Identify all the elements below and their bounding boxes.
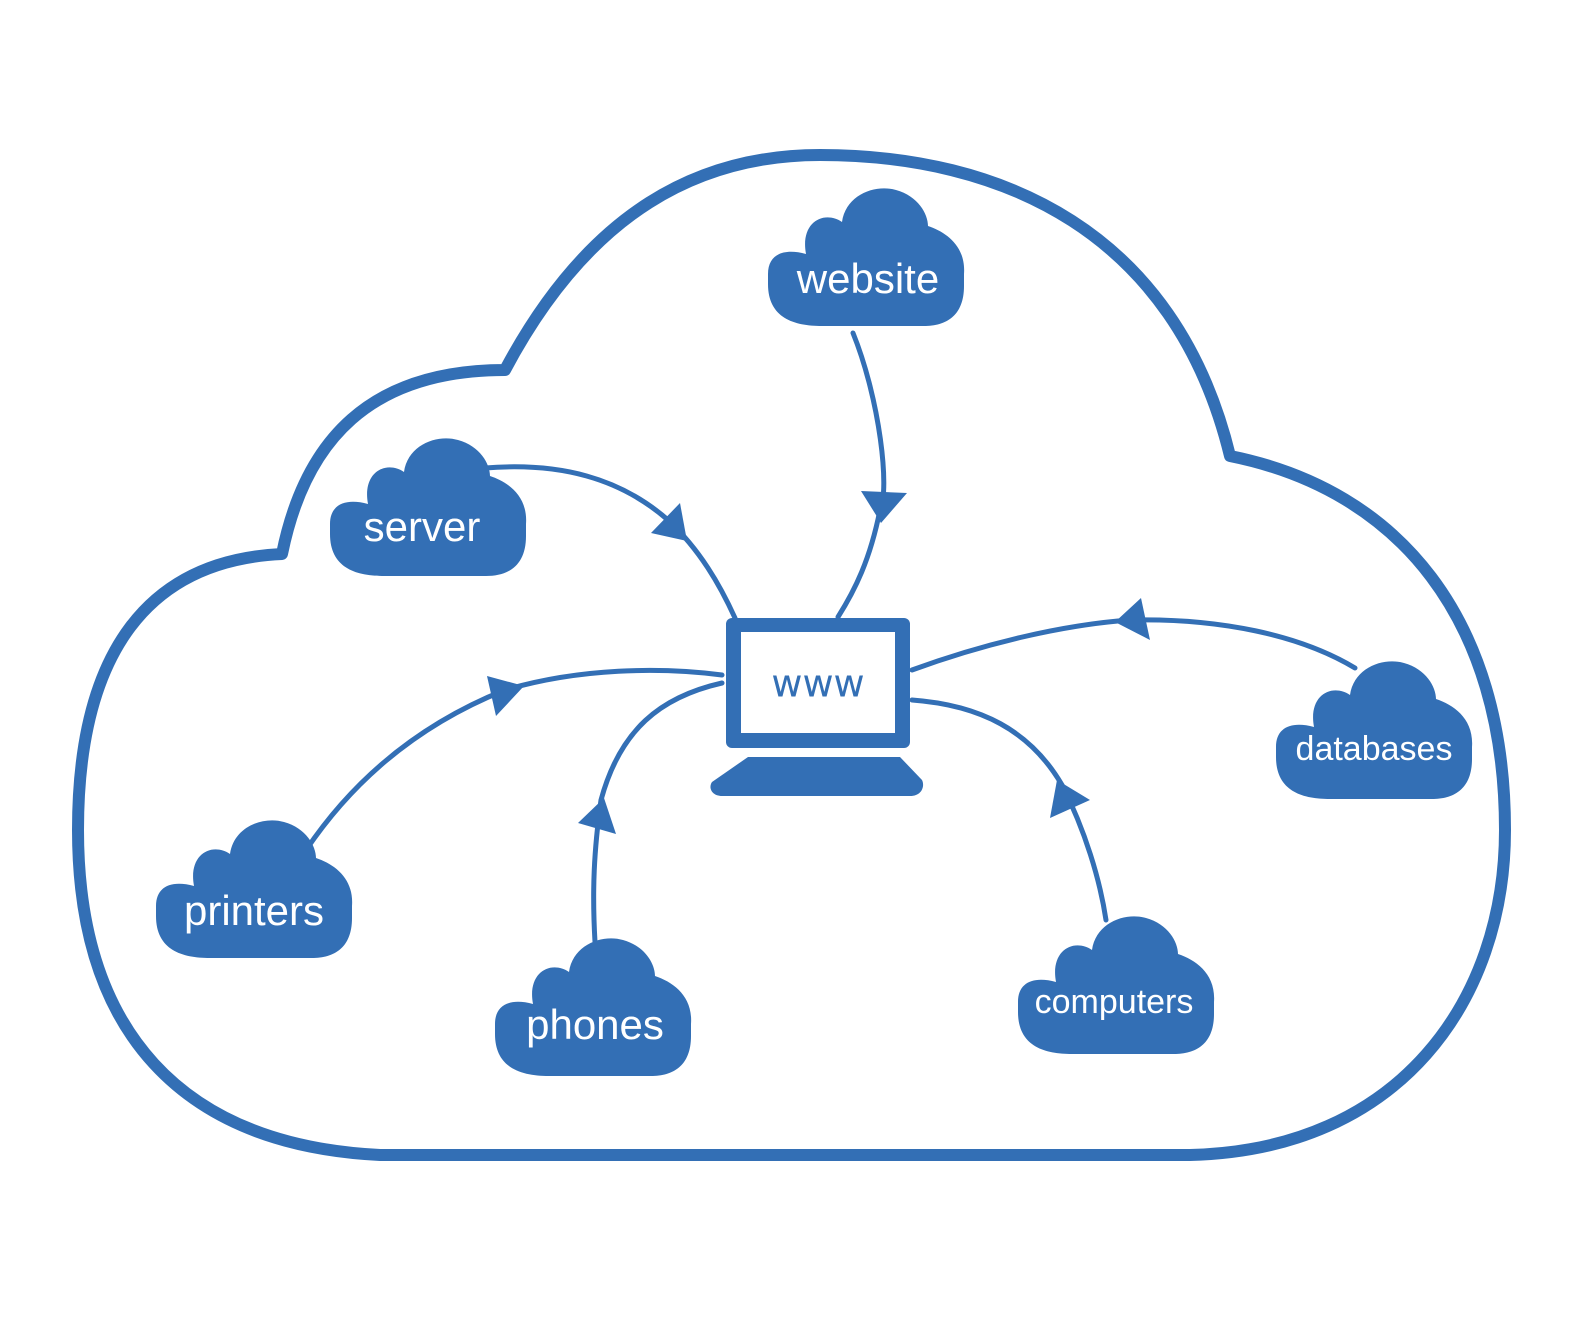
- arrowhead-website: [861, 491, 907, 523]
- www-label: www: [771, 662, 864, 706]
- arrowhead-printers: [487, 676, 524, 716]
- laptop-base: [710, 757, 924, 796]
- node-label-phones: phones: [526, 1001, 664, 1048]
- arrowhead-computers: [1050, 780, 1090, 818]
- arrowheads: [487, 491, 1150, 834]
- node-computers: computers: [1018, 916, 1215, 1054]
- node-label-databases: databases: [1296, 730, 1453, 768]
- node-label-server: server: [364, 503, 481, 550]
- node-website: website: [768, 188, 965, 326]
- connection-computers: [909, 697, 1109, 923]
- laptop-screen-inner: [741, 632, 895, 733]
- node-printers: printers: [156, 820, 353, 958]
- node-label-computers: computers: [1035, 983, 1194, 1021]
- laptop-icon: www: [710, 618, 924, 796]
- connection-website: [835, 330, 887, 620]
- outer-cloud-outline: [72, 149, 1511, 1161]
- node-label-website: website: [796, 255, 939, 302]
- node-databases: databases: [1276, 661, 1473, 799]
- node-phones: phones: [495, 938, 692, 1076]
- node-label-printers: printers: [184, 887, 324, 934]
- arrowhead-phones: [578, 798, 616, 834]
- arrowhead-databases: [1115, 598, 1150, 640]
- connection-server: [482, 464, 738, 621]
- node-server: server: [330, 438, 527, 576]
- arrowhead-server: [651, 503, 687, 541]
- connection-printers: [303, 667, 725, 853]
- connection-phones: [591, 680, 725, 945]
